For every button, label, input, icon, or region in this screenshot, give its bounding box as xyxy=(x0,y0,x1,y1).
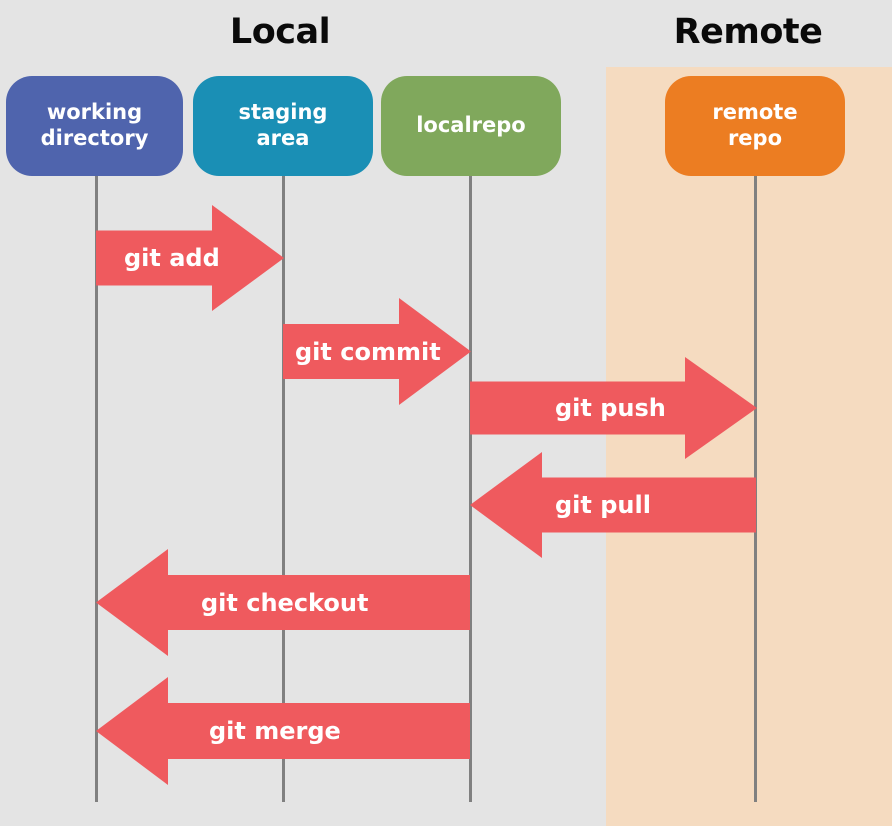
section-title-remote: Remote xyxy=(673,12,823,52)
arrow-git-push[interactable]: git push xyxy=(470,357,757,459)
remote-region-panel xyxy=(606,67,892,826)
arrow-shape-git-push xyxy=(470,357,757,459)
lifeline-staging-area xyxy=(282,176,285,802)
arrow-shape-git-add xyxy=(96,205,284,311)
arrow-shape-git-merge xyxy=(96,677,470,785)
arrow-shape-git-pull xyxy=(470,452,756,558)
lifeline-working-directory xyxy=(95,176,98,802)
node-label-localrepo: localrepo xyxy=(416,113,526,138)
arrow-git-pull[interactable]: git pull xyxy=(470,452,756,558)
node-localrepo[interactable]: localrepo xyxy=(381,76,561,176)
lifeline-localrepo xyxy=(469,176,472,802)
arrow-git-merge[interactable]: git merge xyxy=(96,677,470,785)
section-title-local: Local xyxy=(229,12,331,52)
arrow-git-commit[interactable]: git commit xyxy=(283,298,471,405)
arrow-shape-git-checkout xyxy=(96,549,470,656)
arrow-git-add[interactable]: git add xyxy=(96,205,284,311)
arrow-shape-git-commit xyxy=(283,298,471,405)
arrow-git-checkout[interactable]: git checkout xyxy=(96,549,470,656)
